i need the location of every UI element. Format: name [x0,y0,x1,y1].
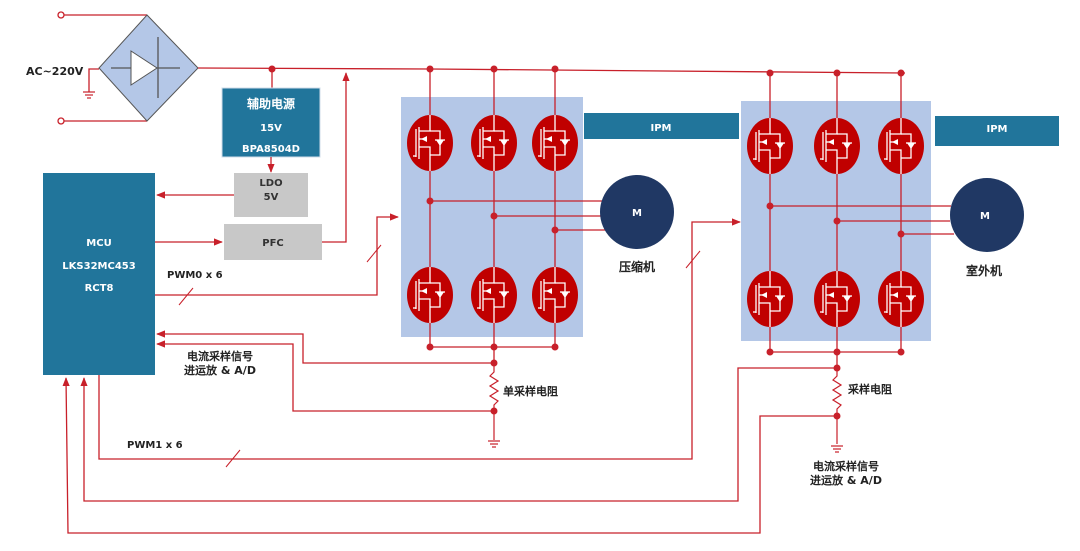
pwm0-label: PWM0 x 6 [167,270,223,281]
inverter-2: IPM M 室外机 采样电阻 电流采样信号 [741,69,1059,487]
mosfet-icon [746,270,794,328]
sense-1-line-b [156,340,494,412]
mcu-part: LKS32MC453 [62,261,135,272]
pfc-block: PFC [224,224,322,260]
pfc-title: PFC [262,238,284,249]
shunt-1-label: 单采样电阻 [503,384,558,398]
mosfet-icon [813,270,861,328]
bus-slash [685,250,701,269]
sense-1-line-a [156,330,494,364]
mosfet-icon [877,117,925,175]
aux-power-voltage: 15V [260,123,282,134]
ipm-1-label: IPM [650,123,671,134]
mosfet-icon [470,114,518,172]
motor-2-name: 室外机 [966,263,1002,278]
ipm-1-label-box [584,113,739,139]
ac-input-label: AC~220V [26,65,84,78]
ipm-2-label-box [935,116,1059,146]
bus-slash [178,287,194,306]
mosfet-icon [406,114,454,172]
ground-icon [83,91,95,99]
mosfet-icon [470,266,518,324]
aux-power-block: 辅助电源 15V BPA8504D [221,87,321,158]
sense-1-line1: 电流采样信号 [187,349,253,363]
mcu-package: RCT8 [85,283,114,294]
pwm0-bus [155,213,399,296]
ipm-2-label: IPM [986,124,1007,135]
ground-icon [831,445,843,453]
bus-slash [366,244,382,263]
rectifier-bridge-icon [98,14,199,122]
ground-icon [488,440,500,448]
mcu-block: MCU LKS32MC453 RCT8 [43,173,155,375]
mosfet-icon [531,266,579,324]
pwm1-bus [98,218,741,460]
motor-1-name: 压缩机 [619,259,655,274]
pwm1-label: PWM1 x 6 [127,440,183,451]
mosfet-icon [406,266,454,324]
ac-input [57,11,147,125]
shunt-resistor-2-icon [831,371,843,444]
mosfet-icon [531,114,579,172]
sense-2-line2: 进运放 & A/D [810,473,882,487]
sense-2-line1: 电流采样信号 [813,459,879,473]
pfc-to-bus-arrow [322,72,350,243]
motor-1-label: M [632,208,642,219]
sense-2-line-a [80,367,837,502]
aux-power-part: BPA8504D [242,144,300,155]
bus-slash [225,449,241,468]
aux-power-title: 辅助电源 [247,96,295,111]
ldo-block: LDO 5V [234,173,308,217]
mosfet-icon [877,270,925,328]
mosfet-icon [813,117,861,175]
sense-2-line-b [62,377,837,534]
motor-1-icon [600,175,674,249]
shunt-resistor-1-icon [488,366,500,440]
ldo-title: LDO [259,178,282,189]
junction [268,65,276,73]
shunt-2-label: 采样电阻 [847,382,892,396]
mcu-title: MCU [86,238,111,249]
motor-2-label: M [980,211,990,222]
inverter-1: IPM M 压缩机 单采样电阻 [401,65,739,448]
mosfet-icon [746,117,794,175]
sense-1-line2: 进运放 & A/D [184,363,256,377]
motor-2-icon [950,178,1024,252]
ldo-voltage: 5V [264,192,279,203]
dc-bus [197,67,906,88]
